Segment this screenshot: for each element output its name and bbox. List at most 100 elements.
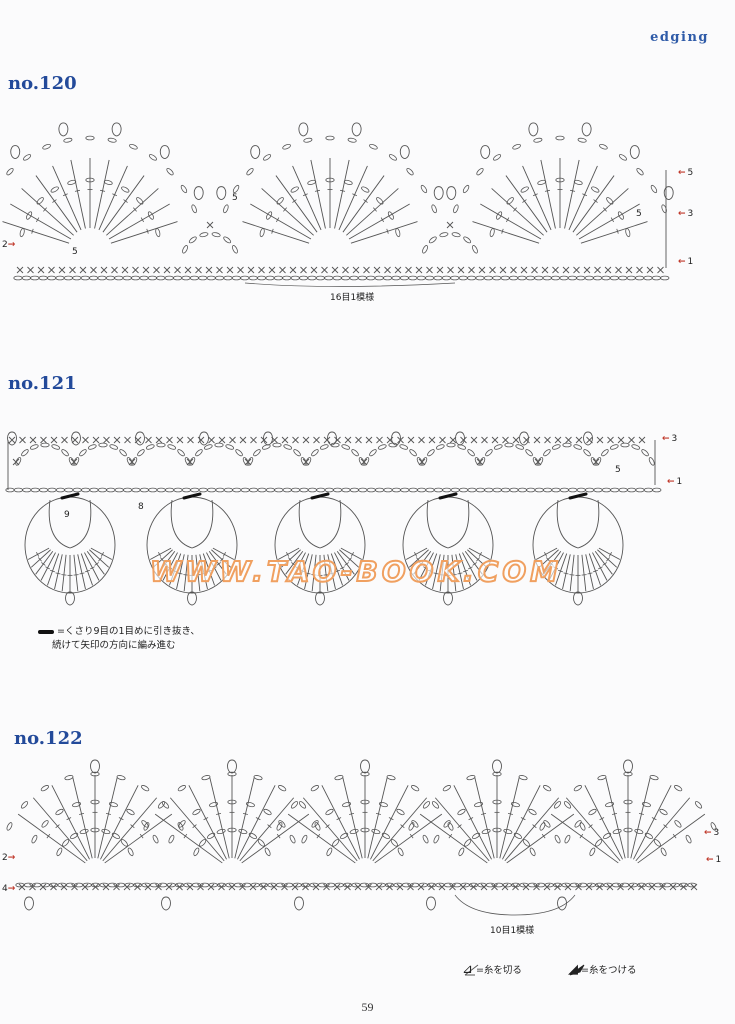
foundation-sc-120 <box>58 266 66 274</box>
stitch-crossbar <box>349 812 355 815</box>
fan-arc-122 <box>64 775 74 781</box>
fan-arc-122 <box>55 808 64 816</box>
stitch-crossbar <box>520 817 526 821</box>
foundation-sc-120 <box>625 266 633 274</box>
medallion-stitch-121 <box>569 554 575 592</box>
foundation-sc-120 <box>373 266 381 274</box>
stitch-crossbar <box>363 199 368 203</box>
small-arc-120 <box>451 232 461 238</box>
fan-stitch-120 <box>242 221 310 244</box>
fan-arc-122 <box>457 808 466 816</box>
foundation-chain-120 <box>21 275 32 281</box>
picot-120 <box>399 145 410 160</box>
foundation-chain-120 <box>248 275 258 281</box>
stitch-crossbar <box>316 833 321 839</box>
medallion-stitch-121 <box>157 550 176 575</box>
fan-arc-122 <box>612 828 622 835</box>
page-number: 59 <box>361 1000 374 1014</box>
foundation-chain-120 <box>80 275 90 281</box>
foundation-chain-120 <box>660 275 670 281</box>
top-sc-121 <box>470 436 478 444</box>
top-sc-121 <box>40 436 47 444</box>
chain-arc-120 <box>617 211 624 220</box>
chain-arc-120 <box>290 186 299 193</box>
base-chain-121 <box>198 487 208 493</box>
stitch-crossbar <box>195 574 201 576</box>
stitch-crossbar <box>100 189 106 192</box>
outer-chain-arc-120 <box>493 154 502 161</box>
top-sc-121 <box>439 436 446 444</box>
foundation-sc-120 <box>90 266 97 274</box>
picot-120 <box>58 122 69 137</box>
chain-arc-121 <box>21 449 29 457</box>
chain-arc-121 <box>543 449 551 457</box>
medallion-stitch-121 <box>30 549 51 568</box>
base-chain-121 <box>475 487 485 493</box>
chain-arc-120 <box>395 228 401 238</box>
foundation-chain-120 <box>189 275 199 281</box>
stitch-crossbar <box>207 569 212 573</box>
stitch-crossbar <box>501 228 504 234</box>
stitch-crossbar <box>73 574 79 576</box>
fan-arc-122 <box>332 839 340 847</box>
fan-stitch-120 <box>310 159 326 229</box>
stitch-crossbar <box>375 812 381 815</box>
foundation-chain-120 <box>382 275 393 281</box>
fan-arc-122 <box>371 828 381 835</box>
fan-stitch-120 <box>70 159 86 229</box>
fan-arc-122 <box>301 834 308 844</box>
foundation-sc-120 <box>321 266 328 274</box>
fan-stitch-120 <box>110 221 178 244</box>
fan-stitch-120 <box>576 188 629 236</box>
foundation-chain-120 <box>450 275 460 281</box>
chain-count-121-9: 9 <box>64 510 70 520</box>
foundation-chain-120 <box>399 275 409 281</box>
stitch-crossbar <box>216 562 221 566</box>
stitch-crossbar <box>192 824 197 829</box>
foundation-chain-120 <box>173 275 183 281</box>
chain-count-120-b: 5 <box>72 247 78 257</box>
fan-stitch-122 <box>100 785 139 860</box>
medallion-stitch-121 <box>77 554 86 590</box>
base-chain-121 <box>30 487 40 493</box>
fan-arc-122 <box>543 820 551 828</box>
outer-chain-arc-120 <box>166 167 174 176</box>
medallion-stitch-121 <box>162 552 178 581</box>
small-arc-120 <box>471 245 478 254</box>
foundation-chain-120 <box>198 275 208 281</box>
top-sc-121 <box>145 436 152 444</box>
stitch-crossbar <box>36 217 40 223</box>
top-sc-121 <box>218 436 226 444</box>
fan-arc-122 <box>644 832 654 840</box>
medallion-stitch-121 <box>304 554 313 590</box>
foundation-chain-122 <box>578 882 588 888</box>
small-arc-120 <box>428 236 437 244</box>
picot-120 <box>663 186 674 201</box>
outer-chain-arc-120 <box>650 184 658 194</box>
fan-stitch-120 <box>568 165 598 231</box>
chain-arc-121 <box>184 457 191 466</box>
arc-sc-121 <box>244 458 252 466</box>
medallion-stitch-121 <box>208 550 227 575</box>
chain-arc-121 <box>73 457 80 466</box>
stitch-crossbar <box>222 551 226 557</box>
base-chain-121 <box>223 487 233 493</box>
small-arc-120 <box>439 232 449 238</box>
foundation-chain-120 <box>441 275 451 281</box>
stitch-crossbar <box>50 569 55 573</box>
foundation-chain-122 <box>317 882 327 888</box>
fan-arc-122 <box>289 834 296 844</box>
arc-sc-121 <box>302 458 310 466</box>
stitch-crossbar <box>159 557 164 562</box>
stitch-crossbar <box>569 574 575 576</box>
row-marker-121-3: ←3 <box>662 434 678 444</box>
base-chain-121 <box>215 487 225 493</box>
base-chain-121 <box>559 487 570 493</box>
fan-stitch-122 <box>474 777 495 859</box>
chain-arc-120 <box>50 186 59 193</box>
stitch-crossbar <box>45 566 50 570</box>
medallion-inner-121 <box>298 499 342 549</box>
chain-arc-120 <box>625 228 631 238</box>
fan-stitch-122 <box>633 785 672 860</box>
foundation-sc-120 <box>237 266 244 274</box>
